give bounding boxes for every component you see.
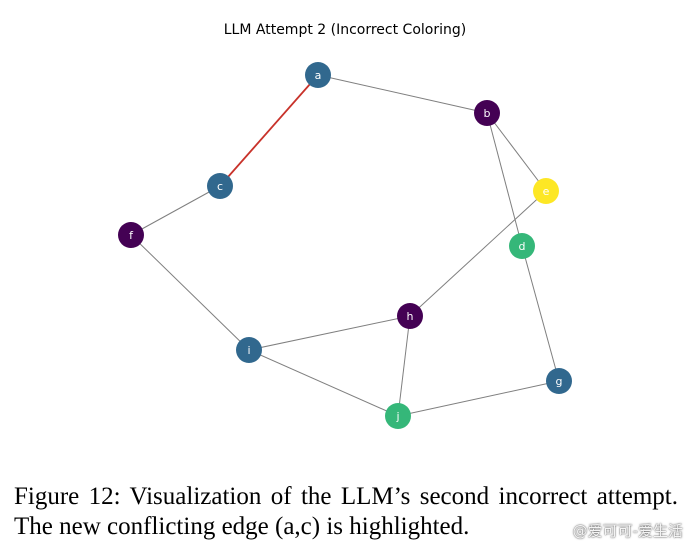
node-g-label: g [556,375,563,388]
node-a-circle [305,62,331,88]
node-j-circle [385,403,411,429]
node-g-circle [546,368,572,394]
edge-a-c-conflict [219,74,319,187]
edge-i-j [248,349,399,417]
node-i-circle [236,337,262,363]
node-b-circle [474,100,500,126]
node-d-circle [509,233,535,259]
node-e-label: e [543,185,550,198]
node-c-circle [207,173,233,199]
watermark: @爱可可-爱生活 [572,522,683,540]
node-d-label: d [519,240,526,253]
node-c-label: c [217,180,223,193]
graph-figure: LLM Attempt 2 (Incorrect Coloring) a b c d e… [118,22,572,429]
node-c: c [207,173,233,199]
node-a-label: a [315,69,322,82]
edge-d-g [521,245,560,382]
node-h: h [397,303,423,329]
node-a: a [305,62,331,88]
node-i: i [236,337,262,363]
figure-caption: Figure 12: Visualization of the LLM’s se… [14,483,678,540]
edge-i-h [248,315,411,351]
edge-b-e [486,112,547,192]
plot-title: LLM Attempt 2 (Incorrect Coloring) [224,22,466,38]
node-b-label: b [484,107,491,120]
node-f-circle [118,222,144,248]
node-f: f [118,222,144,248]
node-h-label: h [407,310,414,323]
node-d: d [509,233,535,259]
node-j-label: j [395,410,399,423]
node-b: b [474,100,500,126]
node-e: e [533,178,559,204]
edges-layer [130,74,560,417]
edge-j-g [397,380,560,417]
node-i-label: i [247,344,250,357]
node-j: j [385,403,411,429]
node-h-circle [397,303,423,329]
edge-e-h [409,190,547,317]
node-g: g [546,368,572,394]
edge-h-j [397,315,411,417]
node-f-label: f [129,229,134,242]
node-e-circle [533,178,559,204]
edge-a-b [317,74,488,114]
nodes-layer: a b c d e f g h i j [118,62,572,429]
edge-b-d [486,112,523,247]
edge-f-i [130,234,250,351]
edge-c-f [130,185,221,236]
